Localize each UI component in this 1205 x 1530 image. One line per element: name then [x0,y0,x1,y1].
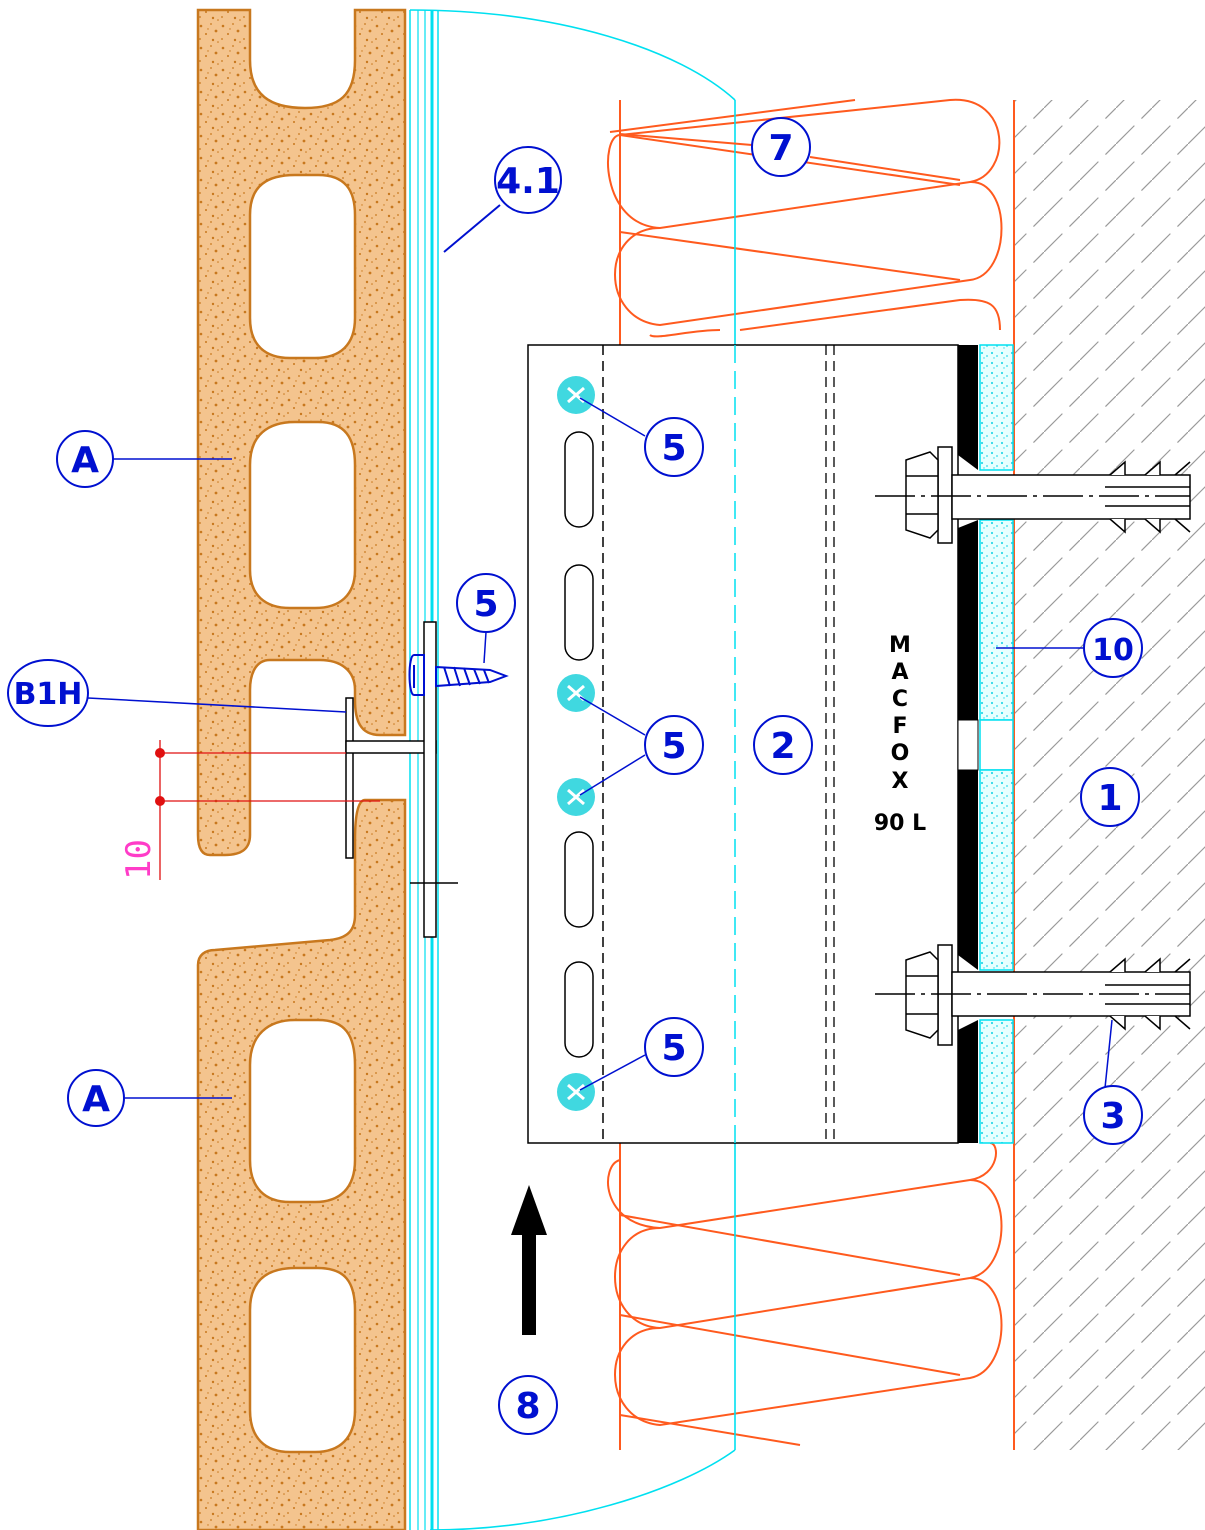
brand-letter-x: X [892,769,909,794]
callout-tile-upper: A [56,430,114,488]
bracket-brand-label: M A C F O X 90 L [874,633,926,836]
rivet-bottom [557,1073,595,1111]
tile-clip [345,621,458,938]
callout-thermal-pad: 10 [1083,618,1143,678]
svg-text:5: 5 [473,584,498,625]
mineral-wool-insulation [607,98,1003,1450]
svg-text:5: 5 [661,726,686,767]
svg-text:3: 3 [1100,1096,1125,1137]
joint-dimension: 10 [119,740,380,880]
dimension-value: 10 [119,839,159,880]
clip-self-drilling-screw [408,654,509,696]
svg-text:B1H: B1H [14,677,83,712]
callout-anchor: 3 [1083,1085,1143,1145]
callout-screw-top: 5 [644,417,704,477]
thermal-break-pad [979,344,1014,1144]
svg-text:5: 5 [661,428,686,469]
svg-text:A: A [71,440,99,481]
svg-text:A: A [82,1079,110,1120]
brand-letter-f: F [892,714,907,739]
insulation-leader-left [619,133,753,146]
svg-text:5: 5 [661,1028,686,1069]
callout-tile-lower: A [67,1069,125,1127]
terracotta-tile-lower [196,798,407,1530]
brand-letter-m: M [889,633,911,658]
rivet-mid-upper [557,674,595,712]
callout-wall: 1 [1080,767,1140,827]
svg-text:1: 1 [1097,778,1122,819]
leader-lines [87,204,1113,1099]
callout-screw-bottom: 5 [644,1017,704,1077]
rivet-top [557,376,595,414]
svg-text:2: 2 [770,726,795,767]
callout-clip: B1H [7,659,89,727]
brand-model: 90 L [874,811,926,836]
callout-airflow: 8 [498,1375,558,1435]
brand-letter-a: A [891,660,908,685]
callout-rail: 4.1 [494,146,562,214]
wall-anchor-lower [875,944,1191,1046]
wall-bracket [527,344,978,1144]
svg-text:10: 10 [1092,633,1134,668]
wall-anchor-upper [875,446,1191,544]
insulation-leader [809,156,961,181]
svg-text:4.1: 4.1 [496,161,560,202]
callout-bracket: 2 [753,715,813,775]
rivet-mid-lower [557,778,595,816]
airflow-arrow [511,1185,547,1335]
svg-text:7: 7 [768,128,793,169]
terracotta-tile-upper [196,8,407,857]
callout-screw-clip: 5 [456,573,516,633]
bracket-rivets [557,376,595,1111]
svg-text:8: 8 [515,1386,540,1427]
callout-screw-mid: 5 [644,715,704,775]
callout-insulation: 7 [751,117,811,177]
brand-letter-c: C [892,687,908,712]
brand-letter-o: O [891,741,910,766]
